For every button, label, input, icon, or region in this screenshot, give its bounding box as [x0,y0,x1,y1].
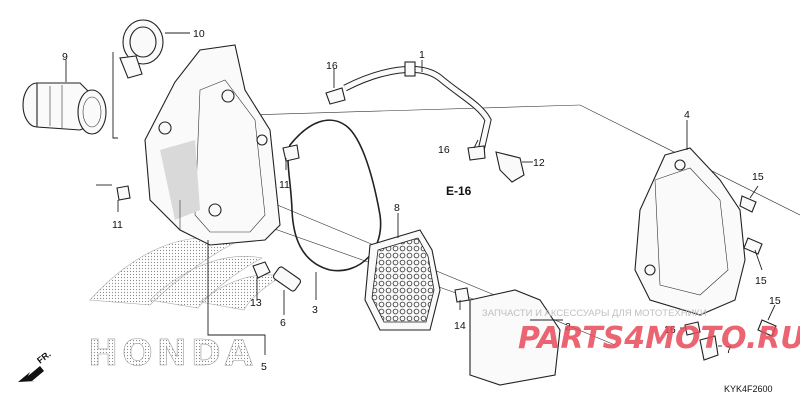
part-13-nut [252,261,271,279]
honda-brand-mark: HONDA [88,333,257,374]
clip-16b [467,145,486,161]
callout-14: 14 [454,320,466,332]
callout-16c: 16 [664,324,676,336]
callout-7: 7 [726,344,732,356]
callout-16b: 16 [438,144,450,156]
part-6-pipe [272,266,302,292]
part-1-breather-tube [343,61,492,156]
callout-9: 9 [62,51,68,63]
callout-6: 6 [280,317,286,329]
callout-16a: 16 [326,60,338,72]
part-3-seal [287,119,382,272]
callout-12: 12 [533,157,545,169]
front-direction-arrow [18,366,44,382]
part-5-case [144,44,281,246]
reference-e16: E-16 [446,184,472,198]
watermark-logo: PARTS4MOTO.RU [518,321,800,356]
watermark-text: ЗАПЧАСТИ И АКСЕССУАРЫ ДЛЯ МОТОТЕХНИКИ [482,308,707,319]
clip-16a [325,87,346,105]
front-label: FR. [35,349,53,366]
part-4-cover [634,147,746,316]
part-9-intake-duct [22,82,107,135]
callout-11a: 11 [279,179,290,191]
callout-1: 1 [419,49,425,61]
part-10-band [119,19,164,79]
callout-numbers: 1 2 3 4 5 6 7 8 9 10 11 11 12 13 14 15 1… [62,28,781,373]
callout-4: 4 [684,109,690,121]
part-12-bracket [495,151,525,183]
callout-13: 13 [250,297,262,309]
callout-11b: 11 [112,219,123,231]
callout-15a: 15 [752,171,764,183]
drawing-code: KYK4F2600 [724,384,773,394]
callout-2: 2 [565,321,571,333]
honda-wing-logo [89,236,283,311]
callout-10: 10 [193,28,205,40]
part-7-plug [699,335,719,361]
callout-5: 5 [261,361,267,373]
callout-8: 8 [394,202,400,214]
leader-lines [65,32,776,355]
callout-3: 3 [312,304,318,316]
part-2-filter-element [469,289,561,386]
callout-15c: 15 [769,295,781,307]
clip-16c [684,321,701,336]
bolts [116,144,777,337]
callout-15b: 15 [755,275,767,287]
part-8-element-frame [364,229,441,331]
